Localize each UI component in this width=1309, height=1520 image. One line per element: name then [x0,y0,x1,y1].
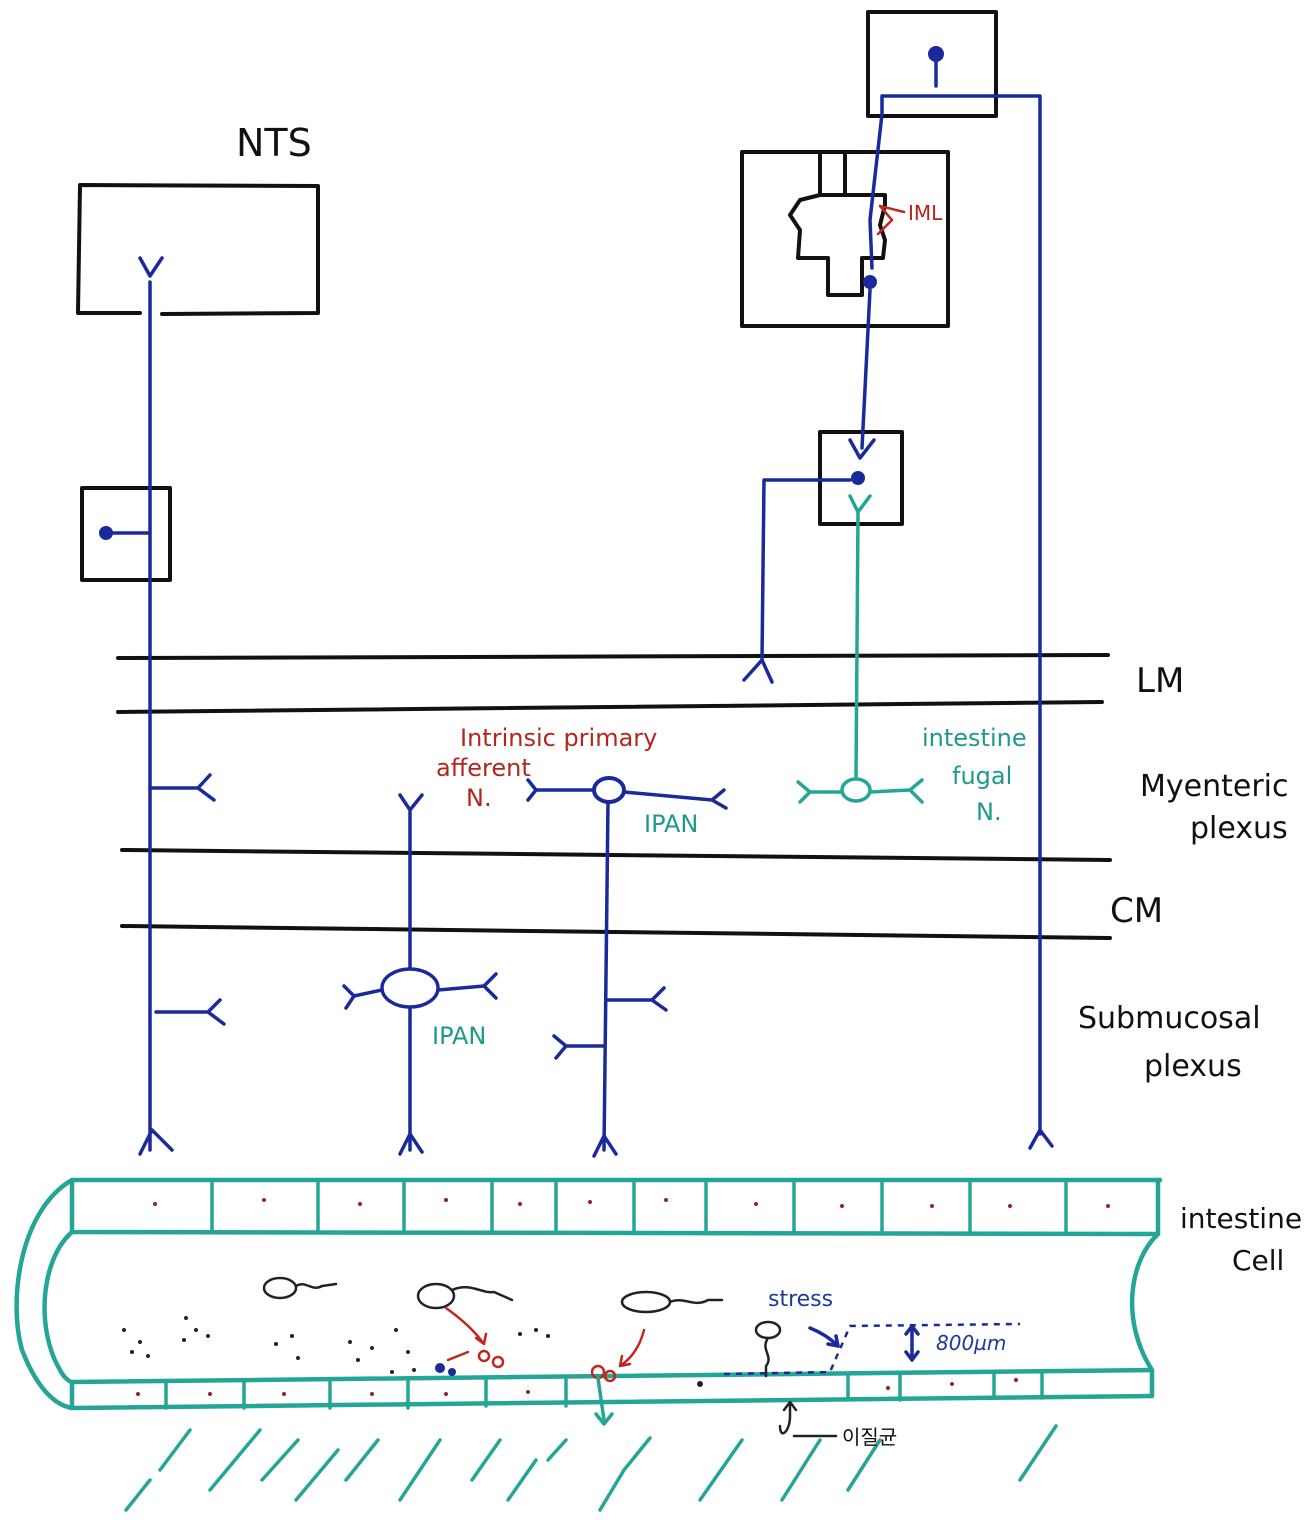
submucosal-label-1: Submucosal [1078,1001,1261,1036]
prevertebral-ganglion-box [818,430,904,526]
pathogen-hook-arrow [778,1400,838,1438]
intestine-lumen-inner [42,1229,75,1385]
spinal-afferent-loop [868,94,1042,1136]
lm-top-line [116,653,1110,660]
submucosal-ipan-top-terminal [398,793,424,812]
cm-top-line [120,848,1112,862]
ipan-myenteric-label: IPAN [644,810,698,838]
cm-bottom-line [120,924,1112,940]
thickness-arrow [904,1324,920,1362]
top-epithelial-cells [153,1178,1110,1234]
myenteric-ipan-axon [602,800,610,1152]
iml-pointer [876,204,906,236]
preganglionic-terminal [848,438,876,460]
intrinsic-label-2: afferent [436,754,531,782]
submucosal-ipan-mucosal-terminal [398,1132,424,1156]
intestine-top-epithelium [69,1177,1161,1237]
spinal-afferent-mucosal-terminal [1028,1128,1054,1150]
intestine-right-opening [1129,1231,1161,1373]
submucosa-hatching [124,1424,1058,1512]
myenteric-label-1: Myenteric [1140,769,1289,804]
intestinofugal-soma [840,777,872,803]
fugal-input-terminal [848,494,872,514]
vagal-mucosal-terminal [138,1128,174,1156]
ipan-submucosal-label: IPAN [432,1022,486,1050]
korean-note-label: 이질균 [842,1425,897,1449]
stress-label: stress [768,1287,833,1312]
thickness-label: 800µm [936,1331,1006,1355]
myenteric-ipan-branch-2 [552,1034,606,1060]
fugal-label-2: fugal [952,762,1012,790]
myenteric-ipan-branch-1 [604,986,668,1012]
submucosal-ipan-dendrites [342,972,498,1010]
fugal-label-1: intestine [922,724,1027,752]
nts-box [76,183,320,316]
postganglionic-to-lm [742,478,852,684]
luminal-particles [122,1316,703,1387]
prevertebral-soma [851,471,865,485]
vagal-submucosal-branch [154,998,226,1026]
top-ganglion-box [866,10,998,118]
submucosal-label-2: plexus [1144,1049,1242,1084]
preganglionic-axon [860,288,872,450]
myenteric-ipan-dendrites [526,778,728,810]
bacteria-flagellated [262,1276,782,1378]
nts-label: NTS [236,121,312,165]
nodose-cell-body [99,526,113,540]
intestine-outer-wall [14,1177,1163,1411]
translocation-arrow [594,1376,614,1426]
iml-label: IML [908,201,943,225]
vagal-myenteric-branch [148,773,216,802]
top-ganglion-soma [928,46,944,62]
intestinofugal-axon [854,510,860,780]
bottom-epithelial-cells [136,1370,1044,1410]
bacteria-attack-arrows [444,1306,646,1368]
stress-arrow [808,1326,840,1348]
intestinofugal-dendrites [796,778,924,804]
lm-label: LM [1136,661,1184,701]
cm-label: CM [1110,891,1163,931]
nodose-ganglion-box [80,486,172,582]
myenteric-ipan-soma [592,776,626,804]
lm-bottom-line [116,700,1104,714]
myenteric-label-2: plexus [1190,811,1288,846]
intrinsic-label-3: N. [466,784,492,812]
intrinsic-label-1: Intrinsic primary [460,724,657,752]
spinal-cord-box [740,150,950,328]
fugal-label-3: N. [976,798,1002,826]
myenteric-ipan-mucosal-terminal [592,1134,618,1158]
iml-neuron-soma [863,275,877,289]
intestine-cell-label-1: intestine [1180,1202,1302,1235]
mucus-layer-boundary [723,1322,1021,1376]
nts-terminal [138,256,164,278]
submucosal-ipan-soma [380,967,440,1009]
intestine-cell-label-2: Cell [1232,1244,1284,1277]
